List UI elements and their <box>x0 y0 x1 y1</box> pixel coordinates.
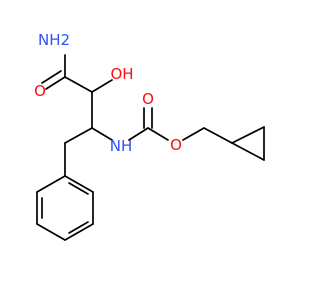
atom-label-nh2: NH2 <box>38 31 70 49</box>
bond-ring-4 <box>36 223 66 241</box>
bond-ch-oh <box>91 79 113 93</box>
atom-label-carbamate-o-ester: O <box>170 136 182 154</box>
bond-chN-nh <box>91 127 113 141</box>
atom-label-carbamate-nh: NH <box>110 137 133 155</box>
bond-cyclopropyl-1 <box>231 126 265 144</box>
bond-ring-inner-2 <box>68 221 89 234</box>
bond-o-ch2 <box>182 127 205 141</box>
bond-nh-carbamate-c <box>128 127 149 141</box>
bond-chN-ch2 <box>64 127 93 144</box>
bond-amide-c-chOH <box>64 76 93 93</box>
bond-ring-inner-1 <box>68 182 89 195</box>
bond-layer <box>36 54 265 241</box>
bond-ring-1 <box>64 175 94 193</box>
bond-ring-3 <box>64 223 94 241</box>
bond-cyclopropyl-3 <box>231 142 265 161</box>
atom-label-amide-o: O <box>34 82 46 100</box>
bond-amide-c-o-double <box>45 76 66 90</box>
atom-labels: NH2 O OH NH O O <box>34 31 182 155</box>
bond-ch2-cyclopropyl <box>203 127 233 144</box>
bond-ring-6 <box>36 175 66 193</box>
bond-carbamate-c-o-ester <box>147 127 169 141</box>
atom-label-hydroxyl: OH <box>110 65 133 83</box>
chemical-structure-drawing: NH2 O OH NH O O <box>34 31 265 241</box>
atom-label-carbamate-o-double: O <box>142 90 154 108</box>
bond-amide-c-o-double-2 <box>41 70 62 84</box>
